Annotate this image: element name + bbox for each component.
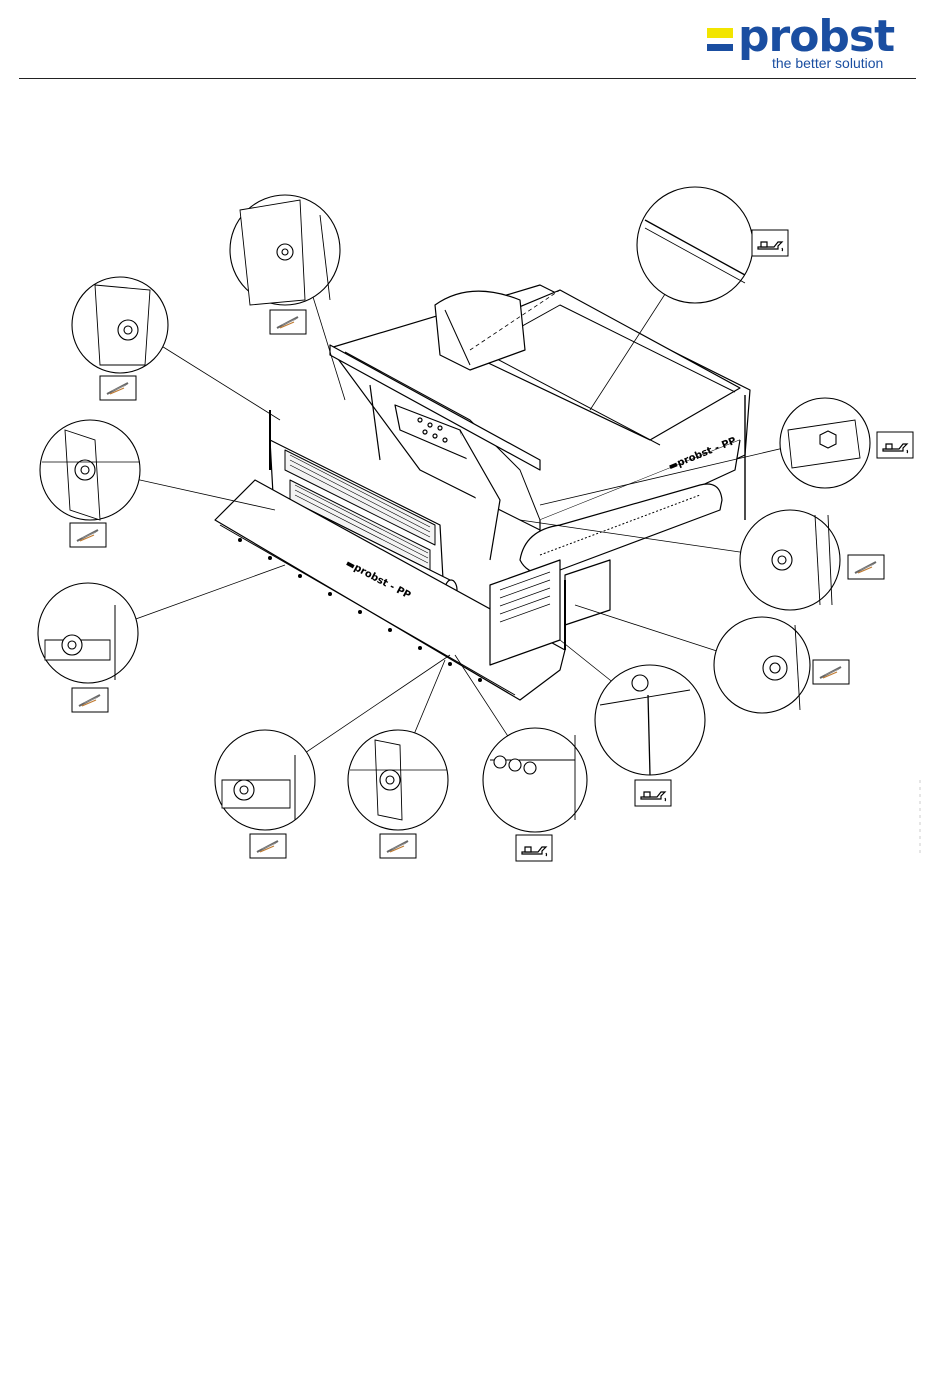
oil-can-icon [752,230,788,256]
grease-gun-icon [848,555,884,579]
grease-gun-icon [250,834,286,858]
grease-gun-icon [380,834,416,858]
oil-can-icon [877,432,913,458]
oil-can-icon [516,835,552,861]
lubrication-diagram: ▬probst - PP ▬probst - PP [0,180,950,880]
logo-mark-icon [707,28,733,58]
grease-gun-icon [72,688,108,712]
header-divider [19,78,916,79]
brand-tagline: the better solution [772,55,883,71]
grease-gun-icon [813,660,849,684]
oil-can-icon [635,780,671,806]
grease-gun-icon [70,523,106,547]
grease-gun-icon [270,310,306,334]
grease-gun-icon [100,376,136,400]
paver-machine: ▬probst - PP ▬probst - PP [215,285,750,700]
scan-artifact [917,780,923,855]
probst-logo: probst the better solution [700,14,920,74]
